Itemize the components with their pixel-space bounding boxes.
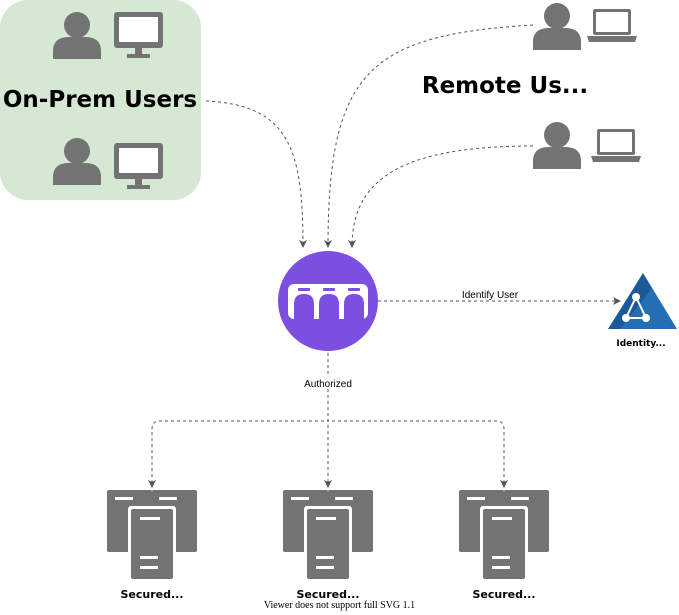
identify-user-edge-label: Identify User — [462, 290, 519, 301]
remote-laptop-icon-2 — [591, 129, 641, 162]
svg-viewer-warning[interactable]: Viewer does not support full SVG 1.1 — [263, 600, 416, 611]
remote-user-icon-1 — [533, 3, 581, 50]
identity-node-label: Identity... — [616, 339, 665, 349]
edge-gateway-to-server-1 — [148, 353, 329, 488]
remote-user-icon-2 — [533, 122, 581, 169]
server-label-1: Secured... — [120, 588, 183, 601]
authorized-edge-label: Authorized — [304, 379, 352, 390]
remote-group-label: Remote Us... — [422, 73, 588, 99]
identity-provider-icon — [608, 273, 677, 329]
edge-onprem-to-gateway — [205, 100, 307, 248]
identify-label-bg — [455, 288, 525, 300]
server-label-2: Secured... — [296, 588, 359, 601]
server-label-3: Secured... — [472, 588, 535, 601]
onprem-group-label: On-Prem Users — [3, 87, 197, 113]
edge-remote1-to-gateway — [324, 24, 534, 248]
gateway-icon — [278, 251, 378, 351]
server-icon-3 — [459, 490, 549, 580]
edge-gateway-to-server-3 — [327, 353, 508, 488]
server-icon-1 — [107, 490, 197, 580]
server-icon-2 — [283, 490, 373, 580]
remote-laptop-icon-1 — [587, 9, 637, 42]
edge-remote2-to-gateway — [348, 145, 534, 248]
authorized-label-bg — [299, 376, 357, 389]
